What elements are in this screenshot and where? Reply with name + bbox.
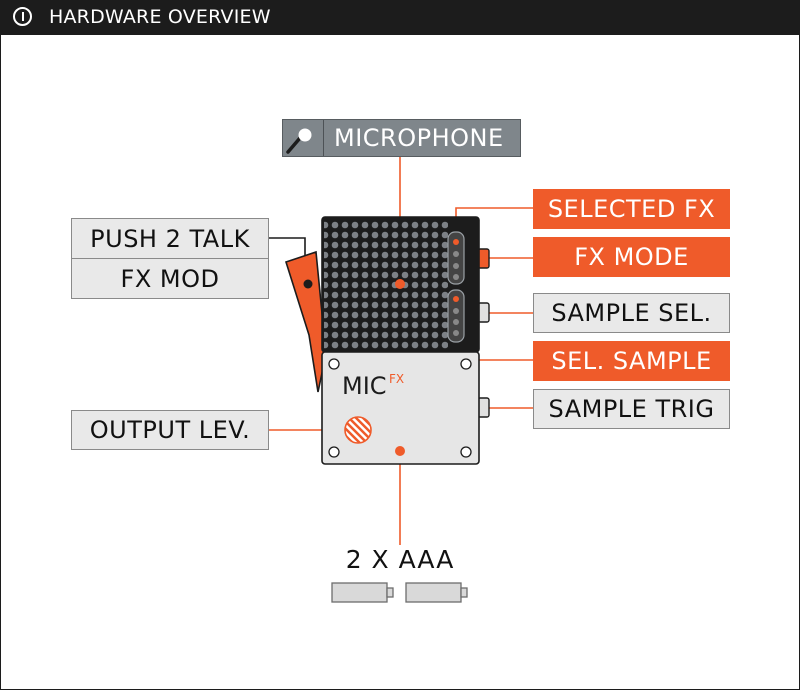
microphone-icon	[283, 120, 324, 156]
sample-sel-label: SAMPLE SEL.	[533, 293, 730, 333]
sample-led	[453, 330, 459, 336]
device-brand: MIC	[342, 372, 387, 400]
output-lev-label: OUTPUT LEV.	[71, 410, 269, 450]
battery-dot	[395, 446, 405, 456]
selected-fx-indicator	[447, 231, 465, 285]
lever-dot	[303, 279, 313, 289]
fx-mod-label: FX MOD	[71, 258, 269, 299]
microphone-label-text: MICROPHONE	[334, 124, 504, 152]
sample-led	[453, 308, 459, 314]
sample-led	[453, 319, 459, 325]
sample-led-active	[453, 296, 459, 302]
fx-mode-label: FX MODE	[533, 237, 730, 277]
fx-mod-text: FX MOD	[120, 264, 220, 293]
window-title: HARDWARE OVERVIEW	[49, 6, 271, 28]
selected-fx-text: SELECTED FX	[547, 195, 716, 223]
fx-led-active	[453, 239, 459, 245]
fx-led	[453, 274, 459, 280]
fx-led	[453, 263, 459, 269]
screw-icon	[328, 446, 340, 458]
push2talk-lever[interactable]	[285, 250, 327, 393]
sample-trig-text: SAMPLE TRIG	[548, 395, 715, 423]
sample-trig-label: SAMPLE TRIG	[533, 389, 730, 429]
device-brand-sup: FX	[389, 372, 404, 386]
info-icon	[13, 7, 32, 26]
grill-holes	[324, 219, 448, 350]
sample-sel-text: SAMPLE SEL.	[551, 299, 712, 327]
sel-sample-label: SEL. SAMPLE	[533, 341, 730, 381]
battery-icon	[405, 582, 468, 603]
fx-mode-text: FX MODE	[574, 243, 689, 271]
microphone-dot	[395, 279, 405, 289]
screw-icon	[460, 358, 472, 370]
title-bar: HARDWARE OVERVIEW	[0, 0, 800, 35]
fx-led	[453, 251, 459, 257]
output-lev-text: OUTPUT LEV.	[89, 416, 251, 444]
selected-sample-indicator	[447, 289, 465, 343]
microphone-label: MICROPHONE	[282, 119, 521, 157]
sel-sample-text: SEL. SAMPLE	[551, 347, 712, 375]
screw-icon	[460, 446, 472, 458]
push2talk-text: PUSH 2 TALK	[90, 224, 250, 253]
output-level-knob[interactable]	[344, 416, 372, 444]
screw-icon	[328, 358, 340, 370]
batteries-label: 2 X AAA	[345, 545, 455, 574]
push2talk-label: PUSH 2 TALK	[71, 218, 269, 259]
selected-fx-label: SELECTED FX	[533, 189, 730, 229]
battery-icon	[331, 582, 394, 603]
